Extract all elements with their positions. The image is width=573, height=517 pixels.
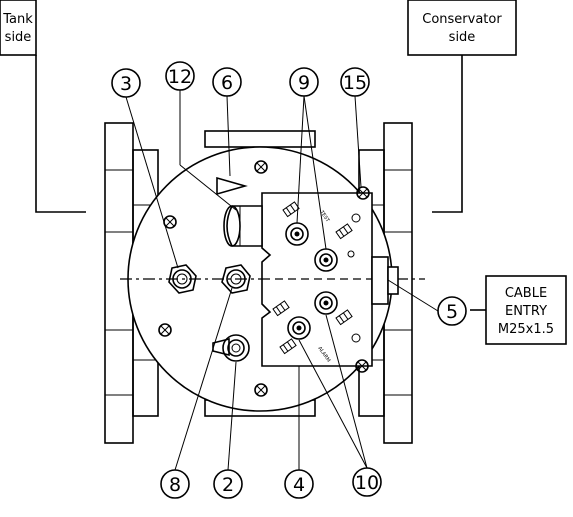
callout-15: 15 bbox=[340, 67, 370, 97]
cover-screw-right-upper bbox=[356, 186, 370, 200]
callout-4-number: 4 bbox=[293, 474, 305, 496]
cable-entry-line1: CABLE bbox=[505, 286, 547, 301]
callout-8: 8 bbox=[160, 469, 190, 499]
conservator-side-leader bbox=[432, 55, 463, 213]
callout-12-number: 12 bbox=[168, 66, 192, 88]
cover-screw-bottom bbox=[254, 383, 268, 397]
callout-10: 10 bbox=[352, 467, 382, 497]
cover-screw-top bbox=[254, 160, 268, 174]
callout-8-number: 8 bbox=[169, 474, 181, 496]
tank-side-leader bbox=[35, 55, 86, 213]
callout-6: 6 bbox=[212, 67, 242, 97]
upper-switch-contact-left bbox=[285, 222, 309, 246]
cable-entry-label: CABLE ENTRY M25x1.5 bbox=[485, 275, 567, 345]
callout-6-number: 6 bbox=[221, 72, 233, 94]
callout-5: 5 bbox=[437, 296, 467, 326]
callout-5-number: 5 bbox=[446, 301, 458, 323]
callout-15-number: 15 bbox=[343, 72, 367, 94]
lower-switch-contact-left bbox=[287, 316, 311, 340]
hex-valve-centre bbox=[221, 264, 251, 294]
cable-entry-line2: ENTRY bbox=[505, 304, 547, 319]
cover-screw-right-lower bbox=[355, 359, 369, 373]
callout-3-number: 3 bbox=[120, 73, 132, 95]
top-body-rim bbox=[204, 130, 316, 148]
callout-leaders bbox=[125, 90, 439, 471]
callout-12: 12 bbox=[165, 61, 195, 91]
conservator-side-line1: Conservator bbox=[422, 12, 502, 27]
conservator-side-label: Conservator side bbox=[407, 0, 517, 56]
callout-3: 3 bbox=[111, 68, 141, 98]
callout-10-number: 10 bbox=[355, 472, 379, 494]
callout-9-number: 9 bbox=[298, 72, 310, 94]
flow-arrow-indicator bbox=[216, 176, 248, 196]
callout-9: 9 bbox=[289, 67, 319, 97]
upper-switch-contact-right bbox=[314, 248, 338, 272]
cable-gland-housing bbox=[371, 256, 389, 305]
test-button-cylinder bbox=[223, 205, 263, 247]
callout-4: 4 bbox=[284, 469, 314, 499]
lower-switch-contact-right bbox=[314, 291, 338, 315]
cover-screw-left-lower bbox=[158, 323, 172, 337]
conservator-side-line2: side bbox=[449, 30, 476, 45]
callout-2-number: 2 bbox=[222, 474, 234, 496]
callout-2: 2 bbox=[213, 469, 243, 499]
tank-side-line2: side bbox=[5, 30, 32, 45]
hex-plug-left bbox=[168, 264, 197, 294]
cable-entry-line3: M25x1.5 bbox=[498, 322, 554, 337]
tank-side-line1: Tank bbox=[2, 12, 33, 27]
tank-side-label: Tank side bbox=[0, 0, 37, 56]
